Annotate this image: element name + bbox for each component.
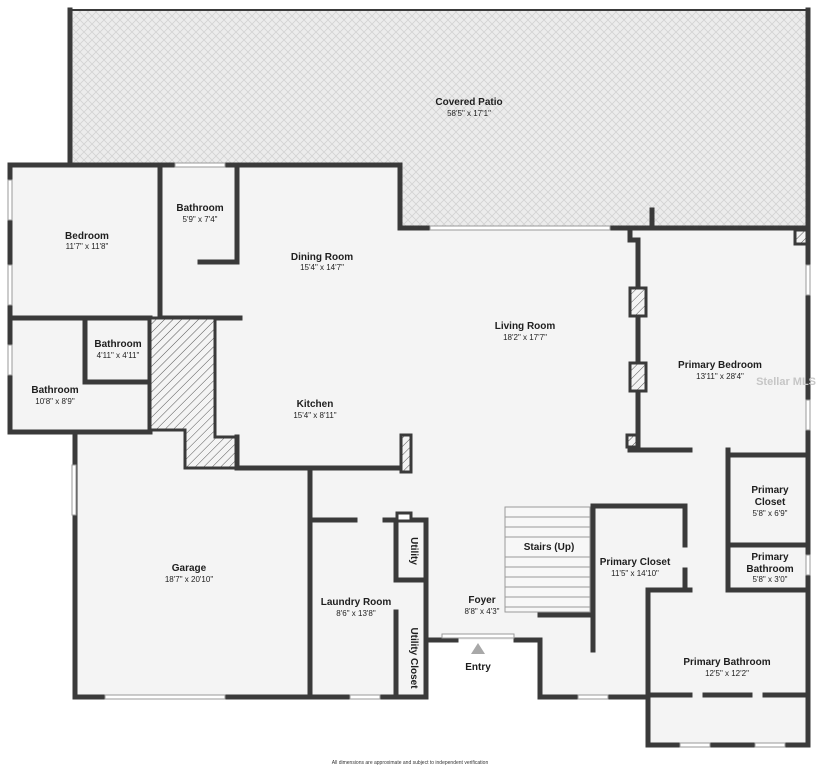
room-label: Stairs (Up) [524,542,575,553]
room-dimensions: 5'9" x 7'4" [183,215,218,224]
stairs [504,506,591,613]
room-dimensions: 8'8" x 4'3" [465,607,500,616]
window [577,694,609,700]
room-label: Primary [751,552,789,563]
room-label: Primary [751,485,789,496]
room-dimensions: 15'4" x 14'7" [300,263,344,272]
utility-box [395,511,413,523]
window [679,742,711,748]
room-dimensions: 4'11" x 4'11" [97,351,140,360]
room-label: Bathroom [94,339,141,350]
room-dimensions: 11'7" x 11'8" [66,242,109,251]
room-label: Closet [755,497,786,508]
window [7,344,13,376]
window [754,742,786,748]
room-label: Utility Closet [408,627,419,689]
window [104,694,226,700]
room-label: Garage [172,563,207,574]
column [793,228,809,246]
window [805,264,811,296]
window [805,554,811,576]
window [805,399,811,431]
wall [82,315,153,385]
sliding-door [429,225,611,231]
window [71,464,77,516]
room-dimensions: 15'4" x 8'11" [293,411,336,420]
window [349,694,381,700]
entry-door [441,633,515,639]
room-label: Kitchen [297,399,334,410]
room-label: Utility [408,537,419,565]
wall [627,225,811,593]
wall [197,162,240,265]
room-label: Foyer [468,595,495,606]
column [628,361,648,393]
window [7,264,13,306]
room-label: Bathroom [31,385,78,396]
window [174,162,226,168]
entry-arrow-icon [471,643,485,654]
entry-label: Entry [465,662,491,673]
room-label: Covered Patio [435,97,502,108]
column [625,433,639,449]
room-dimensions: 58'5" x 17'1" [447,109,491,118]
room-label: Bedroom [65,231,109,242]
room-dimensions: 8'6" x 13'8" [336,609,376,618]
wall [645,587,811,748]
wall [627,225,641,453]
room-dimensions: 5'8" x 6'9" [753,509,788,518]
column [628,286,648,318]
wall [393,517,429,583]
room-dimensions: 13'11" x 28'4" [696,372,744,381]
room-dimensions: 5'8" x 3'0" [753,575,788,584]
wall [234,434,403,471]
room-label: Living Room [495,321,556,332]
room-dimensions: 11'5" x 14'10" [611,569,659,578]
room-dimensions: 10'8" x 8'9" [35,397,75,406]
room-label: Primary Bedroom [678,360,762,371]
window [7,179,13,221]
room-label: Bathroom [176,203,223,214]
room-label: Bathroom [746,564,793,575]
watermark: Stellar MLS [756,376,816,388]
room-label: Primary Closet [600,557,671,568]
room-dimensions: 18'7" x 20'10" [165,575,213,584]
room-label: Laundry Room [321,597,392,608]
room-label: Dining Room [291,252,353,263]
column [399,433,413,474]
room-dimensions: 18'2" x 17'7" [503,333,547,342]
room-dimensions: 12'5" x 12'2" [705,669,749,678]
room-label: Primary Bathroom [683,657,770,668]
wall [590,503,688,548]
footer-disclaimer: All dimensions are approximate and subje… [331,760,489,766]
